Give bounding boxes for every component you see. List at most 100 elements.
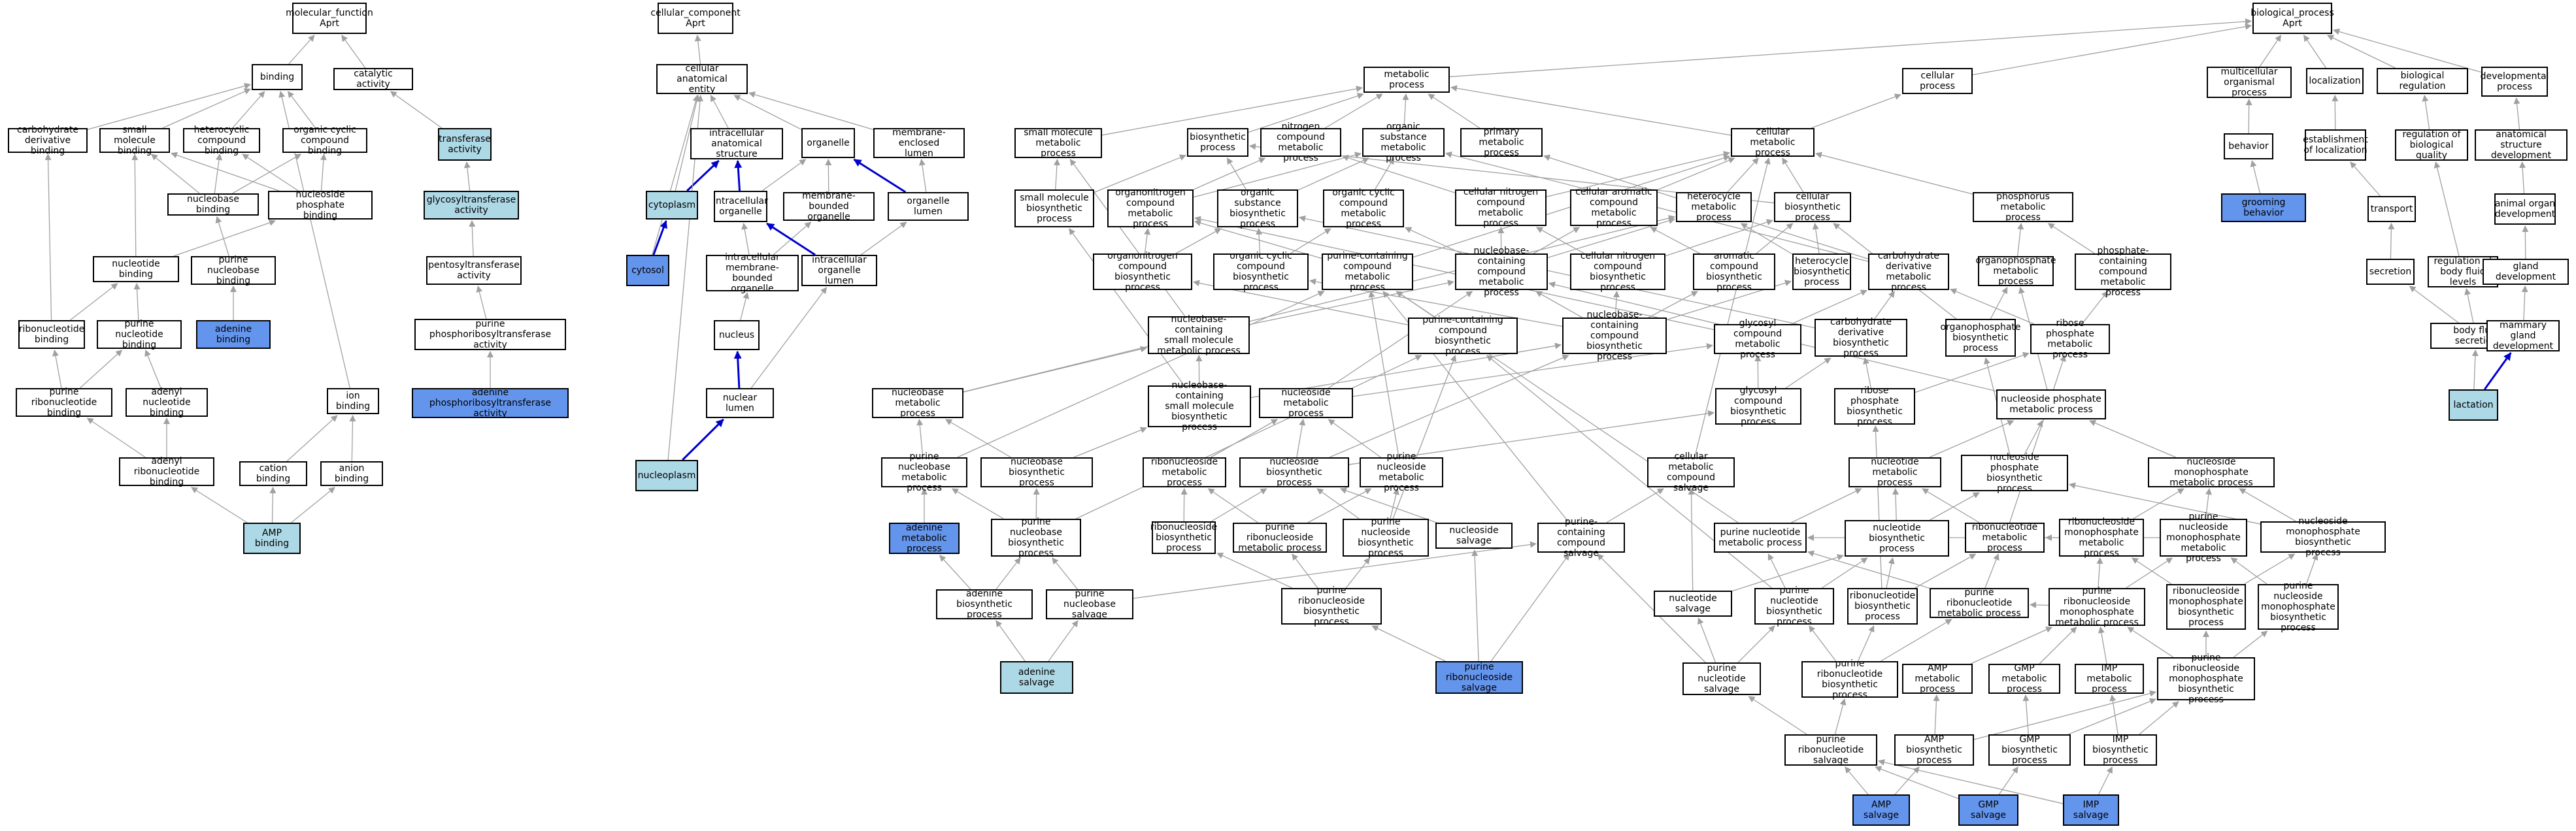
go-term-nssalv[interactable]: nucleoside salvage (1435, 523, 1513, 549)
go-term-carbderivbind[interactable]: carbohydrate derivative binding (8, 125, 88, 156)
go-term-impbp[interactable]: IMP biosynthetic process (2084, 734, 2157, 766)
go-term-prnsbp[interactable]: purine ribonucleoside biosynthetic proce… (1281, 585, 1382, 627)
go-term-phosmp[interactable]: phosphorus metabolic process (1973, 191, 2073, 223)
go-term-osbp[interactable]: organic substance biosynthetic process (1217, 187, 1298, 229)
go-term-ampbind[interactable]: AMP binding (243, 523, 301, 554)
go-term-pntbp[interactable]: purine nucleotide biosynthetic process (1754, 585, 1834, 627)
go-term-adeninebind[interactable]: adenine binding (196, 320, 271, 349)
go-term-rpmp[interactable]: ribose phosphate metabolic process (2030, 318, 2110, 360)
go-term-cms[interactable]: cellular metabolic compound salvage (1647, 451, 1735, 493)
go-term-cdmp[interactable]: carbohydrate derivative metabolic proces… (1868, 251, 1949, 293)
go-term-aod[interactable]: animal organ development (2494, 193, 2556, 225)
go-term-cncbp[interactable]: cellular nitrogen compound biosynthetic … (1570, 251, 1665, 293)
go-term-nucleotidebind[interactable]: nucleotide binding (93, 256, 179, 282)
go-term-adenbp[interactable]: adenine biosynthetic process (936, 589, 1033, 620)
go-term-ol[interactable]: organelle lumen (888, 192, 969, 221)
go-term-ampbp[interactable]: AMP biosynthetic process (1894, 734, 1974, 766)
go-term-multi[interactable]: multicellular organismal process (2207, 67, 2292, 98)
go-term-nsmp[interactable]: nucleoside metabolic process (1259, 387, 1353, 419)
go-term-gmpsalv[interactable]: GMP salvage (1958, 794, 2018, 826)
go-term-prtase[interactable]: purine phosphoribosyltransferase activit… (414, 319, 566, 350)
go-term-anionbind[interactable]: anion binding (320, 461, 383, 486)
go-term-ampsalv[interactable]: AMP salvage (1852, 794, 1910, 826)
go-term-pentosyltrans[interactable]: pentosyltransferase activity (426, 256, 522, 285)
go-term-hetbp[interactable]: heterocycle biosynthetic process (1792, 253, 1851, 290)
go-term-rnmpmp[interactable]: ribonucleoside monophosphate metabolic p… (2059, 517, 2144, 559)
go-term-rpbp[interactable]: ribose phosphate biosynthetic process (1834, 385, 1915, 427)
go-term-pnmpbp[interactable]: purine nucleoside monophosphate biosynth… (2258, 581, 2339, 633)
go-term-pnsmp[interactable]: purine nucleoside metabolic process (1360, 451, 1443, 493)
go-term-nbbp[interactable]: nucleobase biosynthetic process (980, 457, 1093, 488)
go-term-metab[interactable]: metabolic process (1363, 67, 1450, 93)
go-term-glycosyltrans[interactable]: glycosyltransferase activity (424, 191, 519, 220)
go-term-pccmp2[interactable]: phosphate-containing compound metabolic … (2075, 246, 2171, 298)
go-term-ribonucbind[interactable]: ribonucleotide binding (18, 320, 85, 349)
go-term-rnsbp[interactable]: ribonucleoside biosynthetic process (1150, 521, 1218, 554)
go-term-io[interactable]: intracellular organelle (713, 191, 768, 222)
go-term-mel[interactable]: membrane-enclosed lumen (873, 127, 965, 159)
go-term-nmpbp[interactable]: nucleoside monophosphate biosynthetic pr… (2260, 516, 2386, 558)
go-term-oncmp[interactable]: organonitrogen compound metabolic proces… (1107, 187, 1194, 229)
go-term-gmpbp[interactable]: GMP biosynthetic process (1988, 734, 2071, 766)
go-term-acbp[interactable]: aromatic compound biosynthetic process (1693, 251, 1775, 293)
go-term-rntbp[interactable]: ribonucleotide biosynthetic process (1847, 588, 1918, 625)
go-term-nccbp[interactable]: nucleobase-containing compound biosynthe… (1562, 310, 1667, 362)
go-term-nmpmp[interactable]: nucleoside monophosphate metabolic proce… (2148, 457, 2275, 488)
go-term-pnbmp[interactable]: purine nucleobase metabolic process (881, 451, 967, 493)
go-term-behavior[interactable]: behavior (2224, 133, 2273, 159)
go-term-catalytic[interactable]: catalytic activity (333, 68, 413, 90)
go-term-pccmp[interactable]: purine-containing compound metabolic pro… (1322, 251, 1413, 293)
go-term-mgd[interactable]: mammary gland development (2486, 320, 2560, 351)
go-term-purinenucbind[interactable]: purine nucleotide binding (97, 319, 182, 350)
go-term-cellproc[interactable]: cellular process (1902, 68, 1973, 94)
go-term-gmpmp[interactable]: GMP metabolic process (1988, 663, 2060, 694)
go-term-cytosol[interactable]: cytosol (626, 255, 669, 286)
go-term-rnmpbp[interactable]: ribonucleoside monophosphate biosyntheti… (2166, 584, 2246, 630)
go-term-adenylribobind[interactable]: adenyl ribonucleotide binding (119, 456, 214, 487)
go-term-occmp[interactable]: organic cyclic compound metabolic proces… (1323, 187, 1404, 229)
go-term-nucphosbind[interactable]: nucleoside phosphate binding (268, 189, 373, 221)
go-term-devproc[interactable]: developmental process (2481, 67, 2549, 97)
go-term-ocbind[interactable]: organic cyclic compound binding (282, 125, 367, 156)
go-term-pccbp[interactable]: purine-containing compound biosynthetic … (1408, 315, 1518, 357)
go-term-ntbp[interactable]: nucleotide biosynthetic process (1845, 520, 1949, 557)
go-term-cbp[interactable]: cellular biosynthetic process (1774, 191, 1851, 223)
go-term-smmp[interactable]: small molecule metabolic process (1014, 127, 1102, 159)
go-term-cmp[interactable]: cellular metabolic process (1731, 127, 1815, 158)
go-term-nucleus[interactable]: nucleus (714, 320, 760, 350)
go-term-pnsbp[interactable]: purine nucleoside biosynthetic process (1343, 517, 1429, 559)
go-term-purinenucleobasebind[interactable]: purine nucleobase binding (191, 255, 276, 286)
go-term-nucleobasebind[interactable]: nucleobase binding (167, 193, 259, 216)
go-term-cacmp[interactable]: cellular aromatic compound metabolic pro… (1570, 187, 1658, 229)
go-term-hetmp[interactable]: heterocycle metabolic process (1676, 191, 1752, 223)
go-term-ncsmmp[interactable]: nucleobase-containing small molecule met… (1148, 314, 1250, 356)
go-term-ntsalv[interactable]: nucleotide salvage (1654, 591, 1732, 617)
go-term-cytoplasm[interactable]: cytoplasm (646, 191, 698, 220)
go-term-rnsmp[interactable]: ribonucleoside metabolic process (1143, 457, 1226, 488)
go-term-ias[interactable]: intracellular anatomical structure (690, 128, 783, 159)
go-term-nbmp[interactable]: nucleobase metabolic process (872, 387, 963, 419)
go-term-oncbp[interactable]: organonitrogen compound biosynthetic pro… (1093, 251, 1192, 293)
go-term-cationbind[interactable]: cation binding (239, 461, 307, 486)
go-term-adenylnucbind[interactable]: adenyl nucleotide binding (125, 387, 208, 418)
go-term-regbq[interactable]: regulation of biological quality (2395, 129, 2468, 161)
go-term-prntbp[interactable]: purine ribonucleotide biosynthetic proce… (1801, 659, 1898, 700)
go-term-smbind[interactable]: small molecule binding (99, 125, 170, 156)
go-term-glanddev[interactable]: gland development (2483, 259, 2569, 285)
go-term-pntmp[interactable]: purine nucleotide metabolic process (1714, 523, 1807, 553)
go-term-ampmp[interactable]: AMP metabolic process (1902, 663, 1973, 694)
go-term-ntmp[interactable]: nucleotide metabolic process (1848, 457, 1941, 488)
go-term-rntmp[interactable]: ribonucleotide metabolic process (1965, 522, 2045, 553)
go-term-hetbind[interactable]: heterocyclic compound binding (183, 125, 260, 156)
go-term-prnmpmp[interactable]: purine ribonucleoside monophosphate meta… (2049, 586, 2145, 628)
go-term-prnsmp[interactable]: purine ribonucleoside metabolic process (1233, 522, 1327, 553)
go-term-cdbp[interactable]: carbohydrate derivative biosynthetic pro… (1815, 317, 1907, 359)
go-term-impsalv[interactable]: IMP salvage (2063, 794, 2119, 826)
go-term-transferase[interactable]: transferase activity (438, 128, 492, 161)
go-term-cncmp[interactable]: cellular nitrogen compound metabolic pro… (1455, 187, 1547, 229)
go-term-pnbsalv[interactable]: purine nucleobase salvage (1046, 589, 1133, 620)
go-term-pcsalv[interactable]: purine-containing compound salvage (1537, 517, 1625, 559)
go-term-binding[interactable]: binding (252, 64, 303, 90)
go-term-mf[interactable]: molecular_function Aprt (286, 3, 373, 34)
go-term-nuclumen[interactable]: nuclear lumen (706, 388, 774, 418)
